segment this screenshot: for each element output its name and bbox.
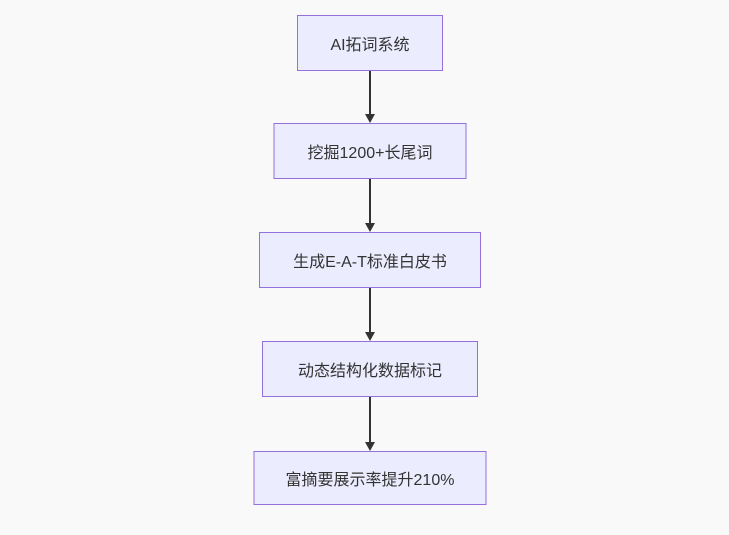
flow-node-eat-whitepaper: 生成E-A-T标准白皮书 bbox=[259, 232, 481, 288]
flow-arrow-down-icon bbox=[364, 397, 376, 451]
flow-node-structured-data-markup: 动态结构化数据标记 bbox=[262, 341, 478, 397]
arrowhead-icon bbox=[365, 223, 375, 232]
arrowhead-icon bbox=[365, 332, 375, 341]
arrow-shaft bbox=[369, 397, 371, 442]
flow-arrow-down-icon bbox=[364, 288, 376, 341]
flow-node-rich-snippet-result: 富摘要展示率提升210% bbox=[253, 451, 487, 505]
arrow-shaft bbox=[369, 179, 371, 223]
flow-node-label: 富摘要展示率提升210% bbox=[285, 472, 455, 489]
arrowhead-icon bbox=[365, 442, 375, 451]
arrow-shaft bbox=[369, 288, 371, 332]
flow-node-mine-longtail-keywords: 挖掘1200+长尾词 bbox=[273, 123, 467, 179]
flow-node-label: 挖掘1200+长尾词 bbox=[307, 145, 433, 162]
flow-node-label: 生成E-A-T标准白皮书 bbox=[293, 254, 447, 271]
arrow-shaft bbox=[369, 71, 371, 114]
flow-arrow-down-icon bbox=[364, 179, 376, 232]
flow-node-label: AI拓词系统 bbox=[330, 37, 410, 54]
flow-node-label: 动态结构化数据标记 bbox=[297, 363, 442, 380]
flow-node-ai-keyword-system: AI拓词系统 bbox=[297, 15, 443, 71]
flow-arrow-down-icon bbox=[364, 71, 376, 123]
arrowhead-icon bbox=[365, 114, 375, 123]
